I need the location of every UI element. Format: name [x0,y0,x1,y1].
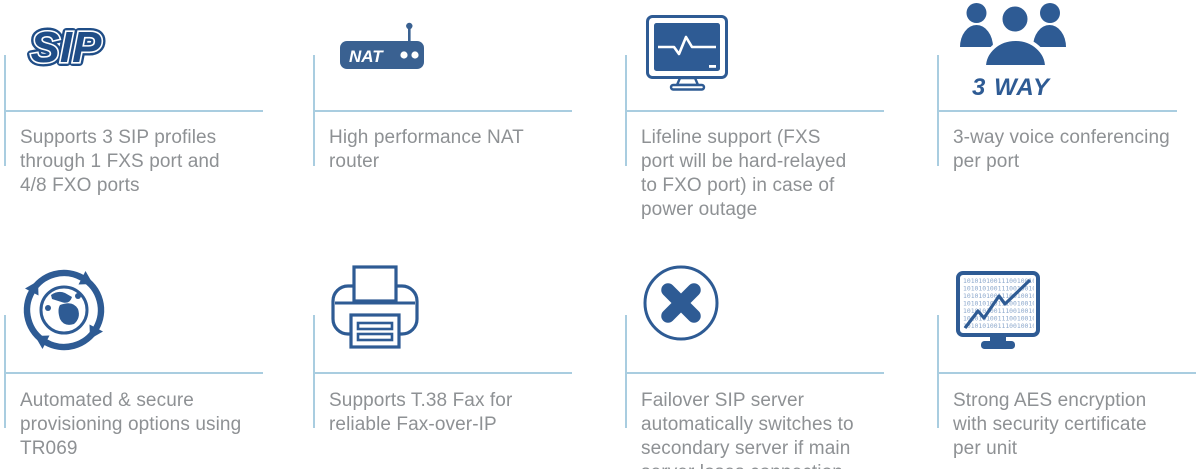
feature-description: Automated & secure provisioning options … [20,390,242,459]
feature-card-lifeline: Lifeline support (FXS port will be hard-… [625,0,888,230]
accent-line-horizontal [4,372,263,374]
fax-printer-icon [331,265,419,349]
feature-card-failover: Failover SIP server automatically switch… [625,261,888,469]
accent-line-horizontal [625,110,884,112]
svg-text:SIP: SIP [31,23,103,72]
feature-card-provisioning: Automated & secure provisioning options … [4,261,267,469]
feature-card-encryption: 1010101001110010010101010 10101010011100… [937,261,1200,469]
feature-card-nat-router: NAT High performance NAT router [313,0,576,230]
accent-line-vertical [625,315,627,428]
svg-text:1010101001110010010101010: 1010101001110010010101010 [963,322,1059,330]
svg-text:1010101001110010010101010: 1010101001110010010101010 [963,277,1059,285]
accent-line-horizontal [4,110,263,112]
failover-x-circle-icon [642,264,720,342]
accent-line-horizontal [313,110,572,112]
encryption-monitor-icon: 1010101001110010010101010 10101010011100… [956,271,1040,351]
globe-sync-icon [16,264,112,356]
svg-text:1010101001110010010101010: 1010101001110010010101010 [963,307,1059,315]
feature-description: Failover SIP server automatically switch… [641,390,854,469]
accent-line-horizontal [937,372,1196,374]
accent-line-horizontal [313,372,572,374]
svg-text:NAT: NAT [349,47,384,66]
svg-text:SIP: SIP [31,23,103,72]
sip-logo-icon: SIP SIP SIP [22,19,110,76]
svg-text:1010101001110010010101010: 1010101001110010010101010 [963,300,1059,308]
svg-text:3 WAY: 3 WAY [972,74,1051,101]
feature-card-sip-profiles: SIP SIP SIP Supports 3 SIP profiles thro… [4,0,267,230]
feature-card-t38-fax: Supports T.38 Fax for reliable Fax-over-… [313,261,576,469]
feature-description: Strong AES encryption with security cert… [953,390,1147,459]
accent-line-vertical [937,315,939,428]
heartbeat-monitor-icon [646,15,728,93]
accent-line-horizontal [937,110,1177,112]
accent-line-vertical [4,315,6,428]
conference-users-icon: 3 WAY [953,0,1085,101]
feature-description: Supports 3 SIP profiles through 1 FXS po… [20,127,220,196]
accent-line-vertical [313,315,315,428]
feature-description: Lifeline support (FXS port will be hard-… [641,127,847,220]
feature-description: Supports T.38 Fax for reliable Fax-over-… [329,390,513,435]
nat-router-icon: NAT [336,20,428,72]
svg-text:1010101001110010010101010: 1010101001110010010101010 [963,285,1059,293]
feature-card-3way: 3 WAY 3-way voice conferencing per port [937,0,1200,230]
feature-description: 3-way voice conferencing per port [953,127,1170,172]
accent-line-horizontal [625,372,884,374]
feature-description: High performance NAT router [329,127,524,172]
svg-text:1010101001110010010101010: 1010101001110010010101010 [963,315,1059,323]
svg-text:SIP: SIP [31,23,103,72]
